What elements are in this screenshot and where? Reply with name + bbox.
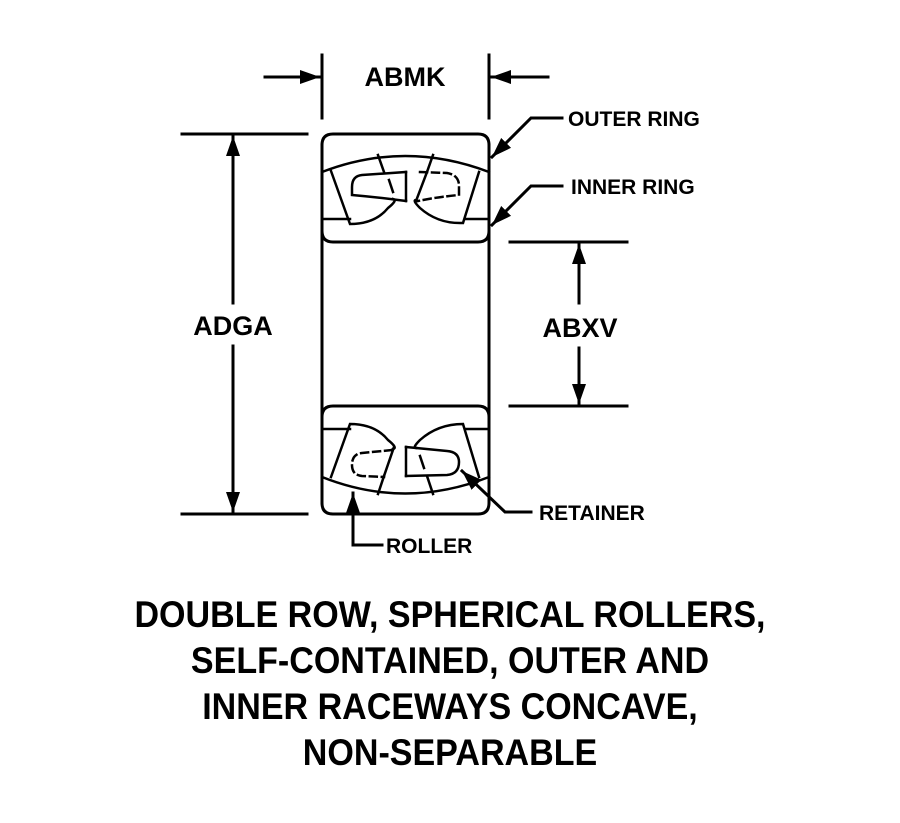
cage-diagonal xyxy=(382,445,396,478)
diagram-caption: DOUBLE ROW, SPHERICAL ROLLERS, SELF-CONT… xyxy=(36,592,864,776)
bore-diameter-label: ABXV xyxy=(542,313,617,343)
roller-leader xyxy=(346,491,384,547)
caption-line: NON-SEPARABLE xyxy=(302,732,598,773)
cage-dash xyxy=(387,178,395,194)
cage-divider xyxy=(376,474,386,496)
cage-dash xyxy=(418,454,426,470)
roller-right xyxy=(413,170,481,225)
bore-diameter-dimension xyxy=(508,240,629,408)
retainer-right xyxy=(404,445,461,478)
cage-diagonal xyxy=(414,170,429,203)
inner-ring-label: INNER RING xyxy=(571,176,695,199)
callout-leaders xyxy=(346,116,564,547)
width-label: ABMK xyxy=(365,62,446,92)
outer-raceway xyxy=(320,475,491,495)
retainer-leader xyxy=(459,468,533,514)
outer-raceway xyxy=(320,154,491,174)
roller-label: ROLLER xyxy=(386,535,472,558)
outer-ring-label: OUTER RING xyxy=(568,108,700,131)
retainer-left-hidden xyxy=(350,448,394,479)
retainer-right-hidden xyxy=(416,170,461,203)
caption-line: DOUBLE ROW, SPHERICAL ROLLERS, xyxy=(134,594,766,635)
outside-diameter-label: ADGA xyxy=(193,311,273,341)
caption-line: INNER RACEWAYS CONCAVE, xyxy=(202,686,698,727)
cage-divider xyxy=(425,153,435,174)
bottom-roller-row xyxy=(320,422,491,496)
width-dimension xyxy=(263,53,550,120)
caption-line: SELF-CONTAINED, OUTER AND xyxy=(190,640,710,681)
inner-ring-leader xyxy=(489,184,564,228)
bottom-section-outline xyxy=(320,404,491,516)
bearing-body xyxy=(320,132,491,516)
top-roller-row xyxy=(320,153,491,226)
retainer-label: RETAINER xyxy=(539,502,645,525)
outer-ring-leader xyxy=(489,116,564,160)
retainer-left xyxy=(350,170,408,203)
outside-diameter-dimension xyxy=(180,132,309,516)
cage-divider xyxy=(425,474,435,496)
cage-divider xyxy=(376,153,386,174)
top-section-outline xyxy=(320,132,491,244)
